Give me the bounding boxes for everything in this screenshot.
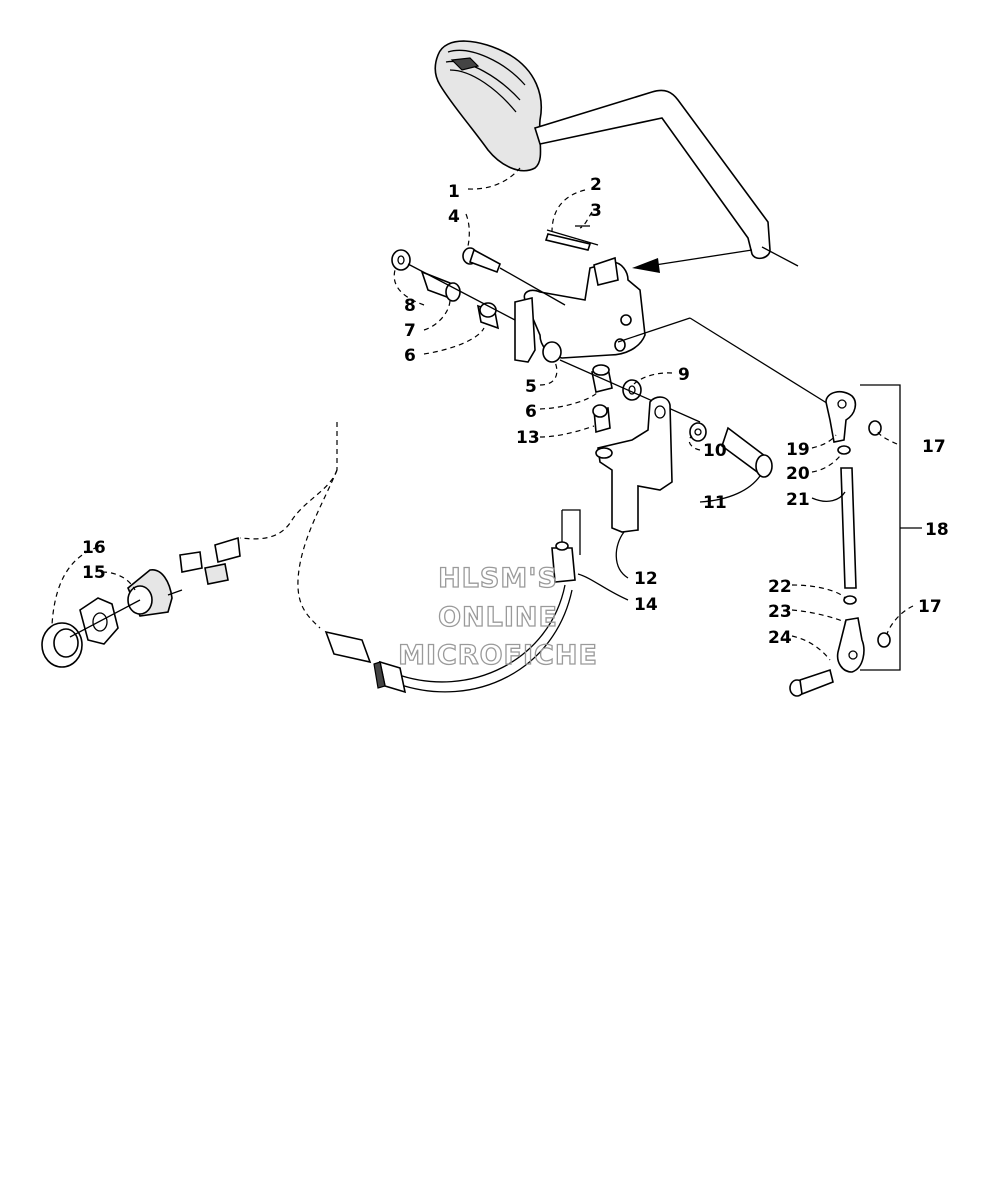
watermark-line-2: ONLINE — [438, 602, 558, 633]
jam-nut-20-part — [837, 445, 851, 455]
bushing-6b-part — [591, 364, 613, 393]
callout-16: 16 — [82, 538, 106, 558]
nut-17a-part — [868, 420, 882, 436]
rod-21-part — [840, 467, 857, 589]
bolt-11-part — [721, 426, 773, 478]
callout-labels: 1 2 3 4 5 6 6 7 8 9 10 11 12 13 14 15 16… — [82, 175, 949, 648]
callout-8: 8 — [404, 296, 416, 316]
callout-1: 1 — [448, 182, 460, 202]
callout-6b: 6 — [525, 402, 537, 422]
callout-13: 13 — [516, 428, 540, 448]
linkage-line — [617, 317, 839, 411]
watermark-line-1: HLSM'S — [438, 563, 558, 594]
callout-6a: 6 — [404, 346, 416, 366]
callout-9: 9 — [678, 365, 690, 385]
watermark: HLSM'S ONLINE MICROFICHE — [397, 562, 598, 671]
harness-wires — [239, 422, 573, 693]
rod-end-23-part — [836, 617, 865, 673]
bushing-6a-part — [476, 302, 500, 330]
callout-11: 11 — [703, 493, 727, 513]
callout-12: 12 — [634, 569, 658, 589]
spacer-7-part — [420, 270, 461, 302]
callout-18: 18 — [925, 520, 949, 540]
callout-17b: 17 — [918, 597, 942, 617]
connector-part — [324, 630, 407, 694]
assembly-arrow — [632, 249, 753, 273]
shift-handle-part — [434, 40, 542, 172]
callout-14: 14 — [634, 595, 658, 615]
callout-23: 23 — [768, 602, 792, 622]
callout-19: 19 — [786, 440, 810, 460]
shift-rod-part — [533, 89, 799, 267]
assembly-bracket-18 — [860, 384, 922, 671]
connector-small-part — [179, 536, 241, 585]
callout-17a: 17 — [922, 437, 946, 457]
callout-7: 7 — [404, 321, 416, 341]
nut-13-part — [592, 404, 611, 434]
shifter-bracket-part — [514, 256, 646, 363]
switch-14-part — [551, 510, 576, 583]
bolt-24-part — [789, 668, 834, 697]
callout-24: 24 — [768, 628, 792, 648]
callout-20: 20 — [786, 464, 810, 484]
callout-10: 10 — [703, 441, 727, 461]
callout-2: 2 — [590, 175, 602, 195]
callout-22: 22 — [768, 577, 792, 597]
callout-3: 3 — [590, 201, 602, 221]
washer-9-part — [622, 379, 642, 401]
shift-arm-part — [595, 396, 673, 533]
bolt-4-part — [462, 247, 566, 306]
callout-15: 15 — [82, 563, 106, 583]
callout-4: 4 — [448, 207, 460, 227]
socket-15-part — [127, 569, 183, 617]
clevis-pin-part — [544, 225, 599, 251]
rod-end-19-part — [825, 390, 857, 443]
washer-8-part — [391, 249, 411, 271]
callout-21: 21 — [786, 490, 810, 510]
watermark-line-3: MICROFICHE — [398, 640, 598, 671]
bezel-16-part — [41, 599, 141, 668]
nut-17b-part — [877, 632, 891, 648]
leader-lines — [51, 167, 914, 661]
callout-5: 5 — [525, 377, 537, 397]
jam-nut-22-part — [843, 595, 857, 605]
lock-washer-10-part — [689, 422, 707, 442]
